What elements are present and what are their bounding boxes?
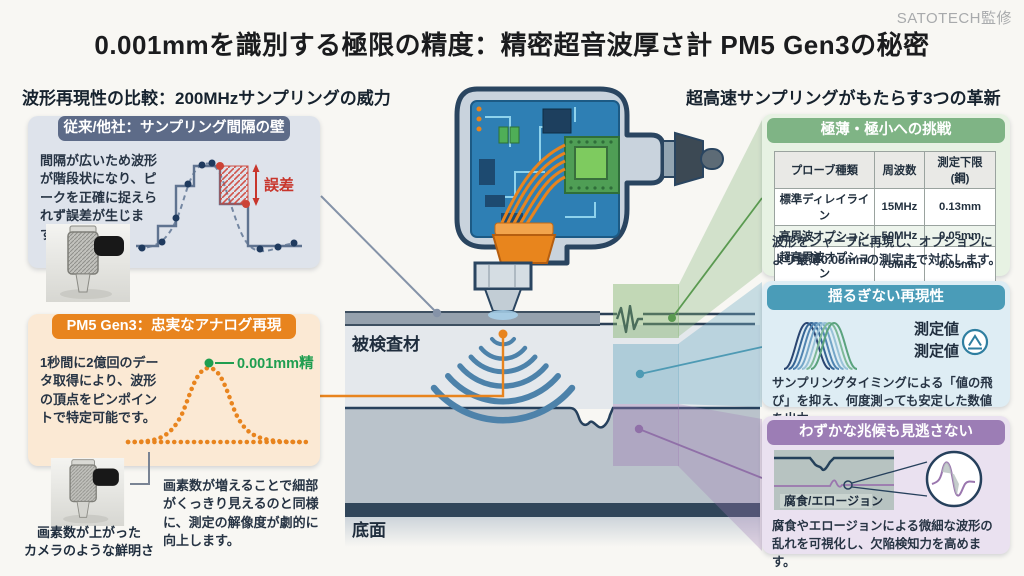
- thin-measure-header: 極薄・極小への挑戦: [767, 118, 1005, 143]
- repeatability-header: 揺るぎない再現性: [767, 285, 1005, 310]
- table-row: 超高周波オプション 75MHz 0.05mm: [774, 246, 996, 284]
- zoom-source-circle: [843, 480, 853, 490]
- material-second-layer: [345, 408, 760, 503]
- corrosion-label: 腐食/エロージョン: [784, 493, 883, 508]
- probe-photo: [46, 224, 130, 302]
- bead-curve: [125, 365, 309, 445]
- camera-analogy-caption: 画素数が上がった カメラのような鮮明さ: [23, 525, 154, 558]
- camera-analogy-text: 画素数が増えることで細部がくっきり見えるのと同様に、測定の解像度が劇的に向上しま…: [163, 478, 319, 549]
- step-line: [136, 164, 302, 248]
- error-label: 誤差: [264, 176, 294, 194]
- magnifier-circle: [925, 450, 983, 508]
- probe-cable: [94, 236, 124, 256]
- legacy-box-header: 従来/他社：サンプリング間隔の壁: [58, 116, 290, 141]
- pm5-box: PM5 Gen3：忠実なアナログ再現 1秒間に2億回のデータ取得により、波形の頂…: [28, 314, 320, 466]
- overlapping-curves: [783, 321, 858, 370]
- defect-header: わずかな兆候も見逃さない: [767, 420, 1005, 445]
- sample-dots: [138, 159, 298, 253]
- error-hatch-area: [219, 165, 249, 205]
- component: [479, 159, 495, 185]
- peak-dot: [204, 358, 214, 368]
- test-material-label: 被検査材: [352, 335, 420, 354]
- chip-dark: [542, 108, 572, 134]
- defect-visual: 腐食/エロージョン: [774, 450, 983, 510]
- page-title: 0.001mmを識別する極限の精度：精密超音波厚さ計 PM5 Gen3の秘密: [94, 30, 930, 60]
- thin-measure-box: 極薄・極小への挑戦 プローブ種類 周波数 測定下限 (鋼) 標準ディレイライン …: [762, 114, 1010, 284]
- pm5-box-text: 1秒間に2億回のデータ取得により、波形の頂点をピンポイントで特定可能です。: [40, 355, 159, 426]
- error-arrow: [252, 164, 260, 206]
- bottom-band: [345, 503, 760, 517]
- capacitor: [509, 126, 520, 144]
- repeatability-box: 揺るぎない再現性 測定値 測定値 サンプリングタイミングによる「値の飛び」を抑え…: [762, 281, 1010, 426]
- probe-spec-table: プローブ種類 周波数 測定下限 (鋼) 標準ディレイライン 15MHz 0.13…: [774, 151, 996, 284]
- measured-value-labels: 測定値 測定値: [914, 321, 960, 360]
- component: [485, 195, 505, 207]
- right-section-title: 超高速サンプリングがもたらす3つの革新: [686, 89, 1001, 108]
- error-dots: [216, 162, 250, 208]
- defect-text: 腐食やエロージョンによる微細な波形の乱れを可視化し、欠陥検知力を高めます。: [772, 519, 993, 569]
- table-row: 標準ディレイライン 15MHz 0.13mm: [774, 188, 996, 226]
- probe-photo-2: [50, 458, 125, 526]
- couplant-drop: [488, 310, 518, 320]
- probe-tip: [473, 261, 533, 320]
- watermark: SATOTECH監修: [896, 10, 1012, 27]
- surface-band: [345, 312, 600, 325]
- led-dots: [476, 106, 482, 132]
- pm5-analog-chart: 0.001mm精度: [125, 354, 314, 445]
- stable-value-icon: [961, 328, 989, 356]
- legacy-box-text: 間隔が広いため波形が階段状になり、ピークを正確に捉えられず誤差が生じます。: [40, 153, 158, 242]
- corrosion-notch-edge: [345, 406, 760, 429]
- probe-cable: [92, 468, 119, 486]
- bottom-surface-label: 底面: [352, 521, 386, 540]
- transducer: [491, 222, 557, 264]
- table-header-row: プローブ種類 周波数 測定下限 (鋼): [774, 151, 996, 189]
- precision-label: 0.001mm精度: [237, 354, 314, 372]
- probe-device-illustration: [454, 86, 724, 320]
- cable: [662, 131, 724, 187]
- thin-measure-text: 波形をシャープに再現し、オプションにより最薄0.05mmの測定まで対応します。: [772, 235, 1001, 267]
- legacy-box: 従来/他社：サンプリング間隔の壁 間隔が広いため波形が階段状になり、ピークを正確…: [28, 116, 320, 302]
- corrosion-image: 腐食/エロージョン: [774, 450, 894, 510]
- legacy-waveform-chart: 誤差: [136, 159, 302, 253]
- processor-module: [564, 136, 620, 194]
- capacitor: [498, 126, 509, 144]
- photo-connector-line: [130, 452, 150, 485]
- pm5-box-header: PM5 Gen3：忠実なアナログ再現: [52, 314, 296, 339]
- defect-box: わずかな兆候も見逃さない 腐食/エロージョン 腐食やエロージョンによる微細な波形…: [762, 416, 1010, 569]
- left-section-title: 波形再現性の比較：200MHzサンプリングの威力: [22, 89, 391, 108]
